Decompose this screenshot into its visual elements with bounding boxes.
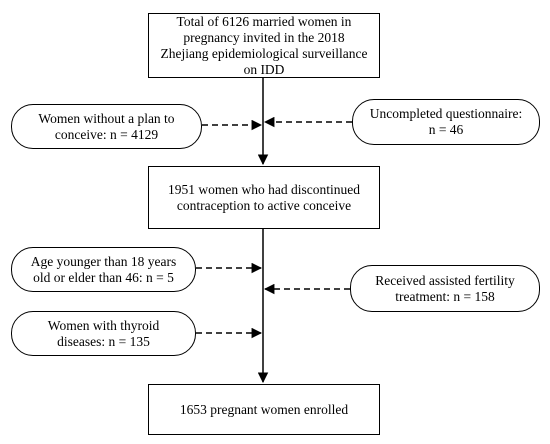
age-exclusion-box: Age younger than 18 years old or elder t…: [11, 247, 196, 292]
thyroid-exclusion-box: Women with thyroid diseases: n = 135: [11, 311, 196, 356]
enrolled-box: 1653 pregnant women enrolled: [148, 384, 380, 435]
uncompleted-exclusion-box: Uncompleted questionnaire: n = 46: [352, 99, 540, 145]
discontinued-contraception-box: 1951 women who had discontinued contrace…: [148, 166, 380, 229]
total-invited-box: Total of 6126 married women in pregnancy…: [148, 13, 380, 78]
assisted-fertility-exclusion-box: Received assisted fertility treatment: n…: [350, 265, 540, 312]
no-plan-exclusion-box: Women without a plan to conceive: n = 41…: [11, 104, 202, 149]
